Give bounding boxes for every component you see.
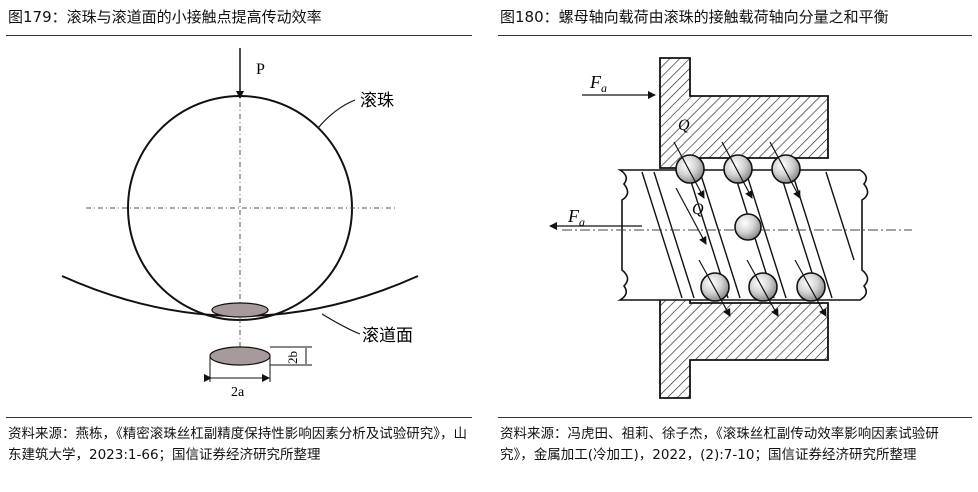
figure-180-source: 资料来源：冯虎田、祖莉、徐子杰，《滚珠丝杠副传动效率影响因素试验研究》，金属加工…	[500, 426, 939, 463]
ball-screw-diagram: Fa Q Q Fa	[549, 57, 912, 399]
ball-lower-2	[748, 272, 778, 302]
figure-180-title: 图180：螺母轴向载荷由滚珠的接触载荷轴向分量之和平衡	[500, 8, 889, 26]
label-fa-top: Fa	[589, 72, 607, 95]
source-divider	[6, 417, 472, 418]
label-fa-middle: Fa	[567, 206, 585, 229]
ball-lower-1	[700, 272, 730, 302]
ball-middle	[734, 213, 762, 241]
figure-180-panel: 图180：螺母轴向载荷由滚珠的接触载荷轴向分量之和平衡	[492, 0, 978, 492]
label-ball: 滚珠	[360, 91, 394, 111]
title-divider	[6, 35, 472, 36]
source-divider	[498, 417, 972, 418]
raceway-leader-line	[321, 313, 361, 335]
ball-upper-3	[771, 154, 801, 184]
ball-leader-line	[317, 99, 356, 129]
label-q-middle: Q	[692, 201, 704, 218]
label-q-top: Q	[678, 117, 690, 134]
ball-upper-2	[723, 154, 753, 184]
label-2b: 2b	[285, 351, 300, 364]
ball-lower-3	[796, 272, 826, 302]
title-divider	[498, 35, 972, 36]
ball-contact-diagram: P 滚珠 滚道面 2a 2b	[61, 48, 419, 400]
ball-upper-1	[675, 154, 705, 184]
label-2a: 2a	[231, 385, 245, 400]
figure-179-title: 图179：滚珠与滚道面的小接触点提高传动效率	[8, 8, 322, 26]
label-raceway: 滚道面	[362, 326, 413, 346]
nut-lower-section	[659, 292, 829, 399]
nut-upper-section	[659, 57, 829, 169]
label-p: P	[256, 61, 265, 78]
contact-force-arrows	[673, 141, 827, 317]
figure-179-panel: 图179：滚珠与滚道面的小接触点提高传动效率 P 滚珠 滚道面 2a	[0, 0, 478, 492]
contact-patch	[211, 302, 269, 318]
contact-ellipse-detail	[209, 346, 271, 366]
figure-179-source: 资料来源：燕栋，《精密滚珠丝杠副精度保持性影响因素分析及试验研究》，山东建筑大学…	[8, 426, 467, 463]
